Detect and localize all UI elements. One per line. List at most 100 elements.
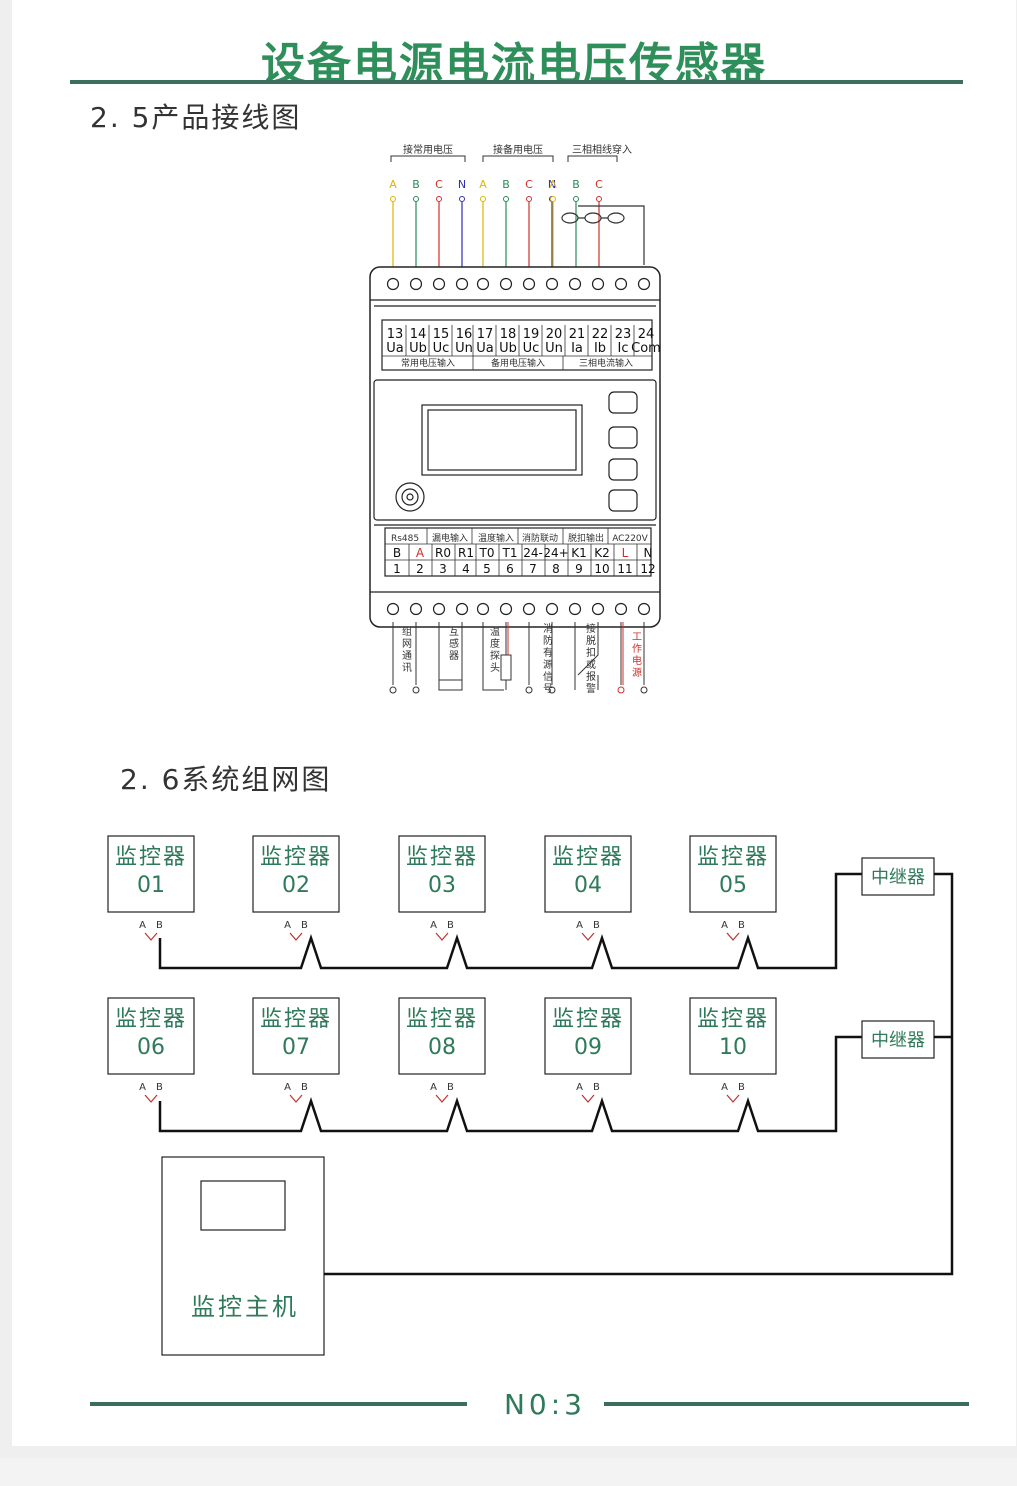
bottom-wire-label: 组网通讯 — [402, 625, 412, 674]
bottom-terminal-number: 3 — [439, 562, 447, 576]
phase-letter-n: N — [458, 178, 466, 191]
phase-letter-c: C — [595, 178, 603, 191]
bottom-group-label: 温度输入 — [478, 532, 514, 544]
monitor-label: 监控器 — [697, 845, 769, 870]
top-terminal-code: Ub — [409, 341, 427, 356]
bottom-group-label: 漏电输入 — [432, 532, 468, 544]
bottom-terminal-code: L — [622, 546, 629, 560]
monitor-label: 监控器 — [552, 845, 624, 870]
terminal-b-label: B — [593, 1082, 600, 1093]
monitor-label: 监控器 — [697, 1007, 769, 1032]
top-terminal-code: Uc — [523, 341, 540, 356]
top-terminal-number: 20 — [546, 327, 563, 342]
top-terminal-code: Ub — [499, 341, 517, 356]
top-terminal-number: 23 — [615, 327, 632, 342]
bottom-terminal-number: 5 — [483, 562, 491, 576]
terminal-b-label: B — [156, 1082, 163, 1093]
bottom-terminal-code: T1 — [502, 546, 518, 560]
host-label: 监控主机 — [191, 1293, 299, 1321]
terminal-b-label: B — [738, 1082, 745, 1093]
top-terminal-number: 16 — [456, 327, 473, 342]
bottom-strip — [0, 1458, 1017, 1486]
top-terminal-code: Ib — [594, 341, 606, 356]
monitor-label: 监控器 — [406, 1007, 478, 1032]
monitor-label: 监控器 — [115, 845, 187, 870]
title-rule — [70, 80, 963, 84]
terminal-a-label: A — [284, 1082, 291, 1093]
phase-letter-b: B — [412, 178, 420, 191]
bottom-terminal-number: 6 — [506, 562, 514, 576]
top-terminal-number: 18 — [500, 327, 517, 342]
bottom-terminal-number: 8 — [552, 562, 560, 576]
top-terminal-code: Com — [631, 341, 661, 356]
monitor-label: 监控器 — [260, 845, 332, 870]
monitor-number: 02 — [282, 873, 310, 898]
terminal-a-label: A — [139, 920, 146, 931]
top-terminal-number: 19 — [523, 327, 540, 342]
monitoring-host: 监控主机 — [161, 1156, 325, 1356]
phase-letter-b: B — [572, 178, 580, 191]
top-terminal-code: Ua — [386, 341, 403, 356]
top-terminal-number: 24 — [638, 327, 655, 342]
bottom-terminal-number: 9 — [575, 562, 583, 576]
terminal-b-label: B — [301, 920, 308, 931]
terminal-a-label: A — [721, 1082, 728, 1093]
terminal-b-label: B — [593, 920, 600, 931]
bottom-terminal-number: 10 — [594, 562, 609, 576]
monitor-number: 04 — [574, 873, 602, 898]
monitor-number: 10 — [719, 1035, 747, 1060]
monitor-number: 08 — [428, 1035, 456, 1060]
bottom-terminal-number: 4 — [462, 562, 470, 576]
repeater-box: 中继器 — [861, 1020, 935, 1059]
monitor-number: 03 — [428, 873, 456, 898]
phase-letter-a: A — [549, 178, 557, 191]
bottom-terminal-code: N — [644, 546, 653, 560]
monitor-number: 09 — [574, 1035, 602, 1060]
footer-rule-left — [90, 1402, 467, 1406]
bottom-terminal-number: 11 — [617, 562, 632, 576]
phase-letter-a: A — [389, 178, 397, 191]
top-terminal-number: 13 — [387, 327, 404, 342]
bottom-terminal-number: 2 — [416, 562, 424, 576]
terminal-b-label: B — [447, 920, 454, 931]
top-terminal-code: Uc — [433, 341, 450, 356]
group-label-backup-voltage: 接备用电压 — [493, 143, 543, 156]
bottom-terminal-number: 1 — [393, 562, 401, 576]
terminal-a-label: A — [576, 920, 583, 931]
bottom-terminal-number: 7 — [529, 562, 537, 576]
monitor-label: 监控器 — [115, 1007, 187, 1032]
document-page: 设备电源电流电压传感器 2. 5产品接线图 接常用电压 接备用电压 三相相线穿入… — [12, 0, 1016, 1446]
terminal-b-label: B — [738, 920, 745, 931]
top-terminal-code: Ua — [476, 341, 493, 356]
top-sub-label: 备用电压输入 — [491, 357, 545, 369]
phase-letter-b: B — [502, 178, 510, 191]
phase-letter-c: C — [435, 178, 443, 191]
bottom-wire-label: 消防有源信号 — [543, 622, 553, 695]
terminal-a-label: A — [139, 1082, 146, 1093]
bottom-wire-label: 温度探头 — [490, 626, 500, 674]
terminal-b-label: B — [301, 1082, 308, 1093]
bottom-wire-label: 工作电源 — [632, 632, 642, 679]
terminal-b-label: B — [447, 1082, 454, 1093]
bottom-terminal-code: R0 — [435, 546, 451, 560]
terminal-b-label: B — [156, 920, 163, 931]
footer-rule-right — [604, 1402, 969, 1406]
terminal-a-label: A — [576, 1082, 583, 1093]
bottom-group-label: 消防联动 — [522, 532, 558, 544]
bottom-wire-label: 互感器 — [449, 626, 459, 662]
repeater-label: 中继器 — [871, 867, 925, 888]
monitor-number: 07 — [282, 1035, 310, 1060]
bottom-terminal-code: 24+ — [543, 546, 568, 560]
phase-letter-a: A — [479, 178, 487, 191]
top-terminal-number: 14 — [410, 327, 427, 342]
bottom-terminal-number: 12 — [640, 562, 655, 576]
monitor-label: 监控器 — [260, 1007, 332, 1032]
